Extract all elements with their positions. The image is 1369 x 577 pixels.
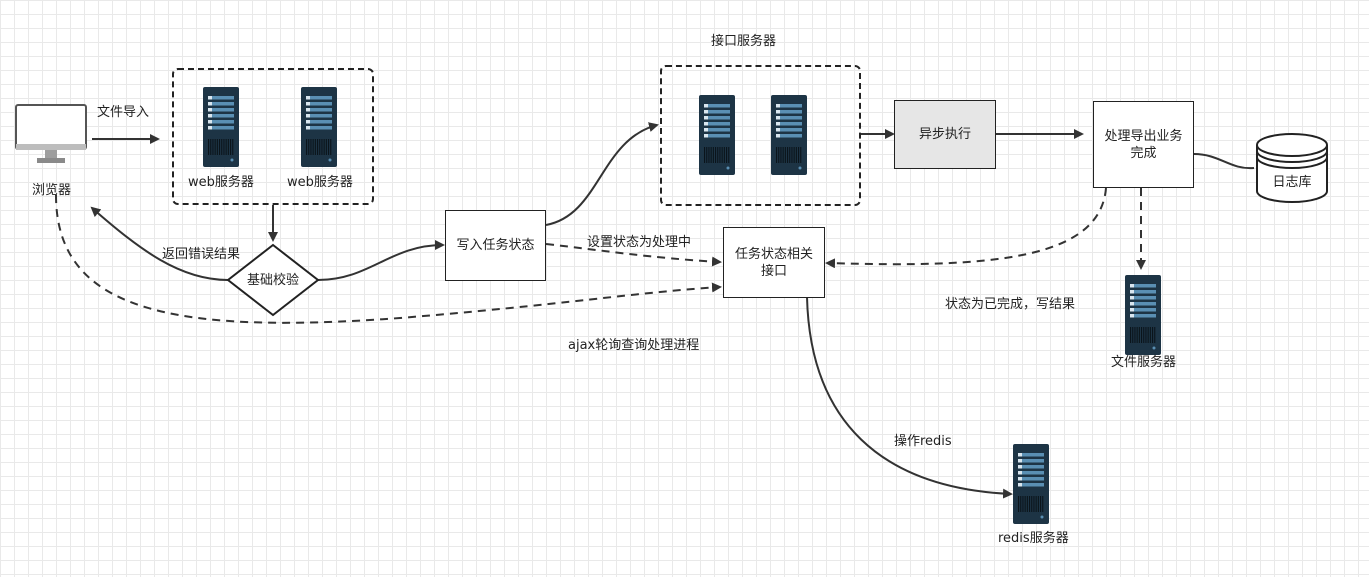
web-server-1-label: web服务器 bbox=[188, 175, 254, 190]
edge-label-status-done: 状态为已完成，写结果 bbox=[945, 297, 1076, 312]
server-icon bbox=[203, 87, 239, 167]
basic-check-diamond bbox=[226, 243, 320, 317]
web-server-group bbox=[172, 68, 374, 205]
basic-check-label: 基础校验 bbox=[246, 273, 299, 288]
database-icon bbox=[1256, 133, 1328, 203]
write-task-status-box: 写入任务状态 bbox=[445, 210, 546, 281]
edge-label-return-error: 返回错误结果 bbox=[162, 247, 241, 262]
edge-label-set-processing: 设置状态为处理中 bbox=[587, 235, 692, 250]
api-server-group bbox=[660, 65, 861, 206]
server-icon bbox=[301, 87, 337, 167]
web-server-2-label: web服务器 bbox=[287, 175, 353, 190]
edge-label-ajax-poll: ajax轮询查询处理进程 bbox=[568, 338, 700, 353]
api-group-title: 接口服务器 bbox=[711, 34, 777, 49]
log-db-label: 日志库 bbox=[1272, 175, 1312, 190]
server-icon bbox=[1013, 444, 1049, 524]
file-server-label: 文件服务器 bbox=[1111, 355, 1177, 370]
edge-ajax-poll bbox=[55, 194, 722, 324]
edge-status-done bbox=[825, 187, 1107, 269]
edge-label-file-import: 文件导入 bbox=[97, 105, 150, 120]
edge-write-to-api bbox=[545, 122, 659, 226]
task-status-api-box: 任务状态相关接口 bbox=[723, 227, 825, 298]
edge-check-to-write bbox=[317, 240, 445, 281]
edge-set-processing bbox=[545, 243, 722, 267]
server-icon bbox=[771, 95, 807, 175]
browser-label: 浏览器 bbox=[32, 183, 72, 198]
server-icon bbox=[1125, 275, 1161, 355]
async-exec-box: 异步执行 bbox=[894, 100, 996, 169]
edge-label-operate-redis: 操作redis bbox=[894, 434, 952, 449]
monitor-icon bbox=[15, 104, 87, 163]
edge-redis-op bbox=[806, 296, 1013, 499]
edge-process-to-log bbox=[1193, 153, 1255, 170]
edge-return-error bbox=[90, 206, 229, 281]
process-export-box: 处理导出业务完成 bbox=[1093, 101, 1194, 188]
redis-server-label: redis服务器 bbox=[998, 531, 1069, 546]
server-icon bbox=[699, 95, 735, 175]
